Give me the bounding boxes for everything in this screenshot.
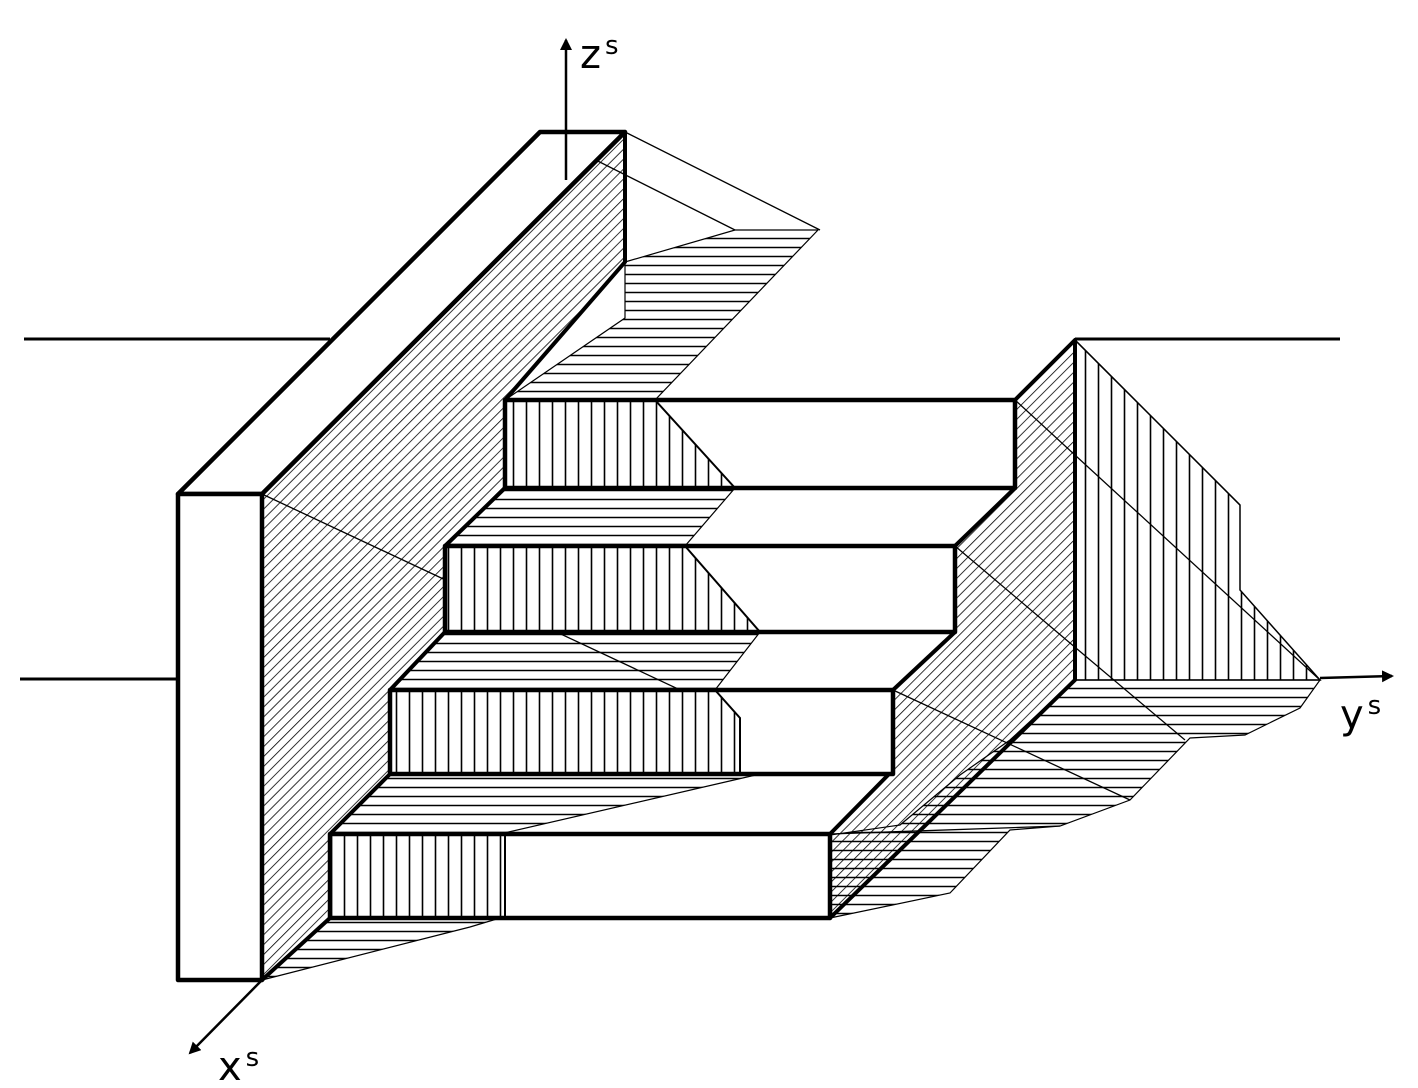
axes (188, 38, 1394, 1055)
x-axis (188, 979, 263, 1055)
wall-inner-face (260, 130, 627, 982)
wall-front-face (175, 491, 265, 983)
right-wall-shadow (1074, 338, 1322, 681)
reference-lines (20, 337, 1340, 681)
y-axis (1319, 670, 1394, 683)
